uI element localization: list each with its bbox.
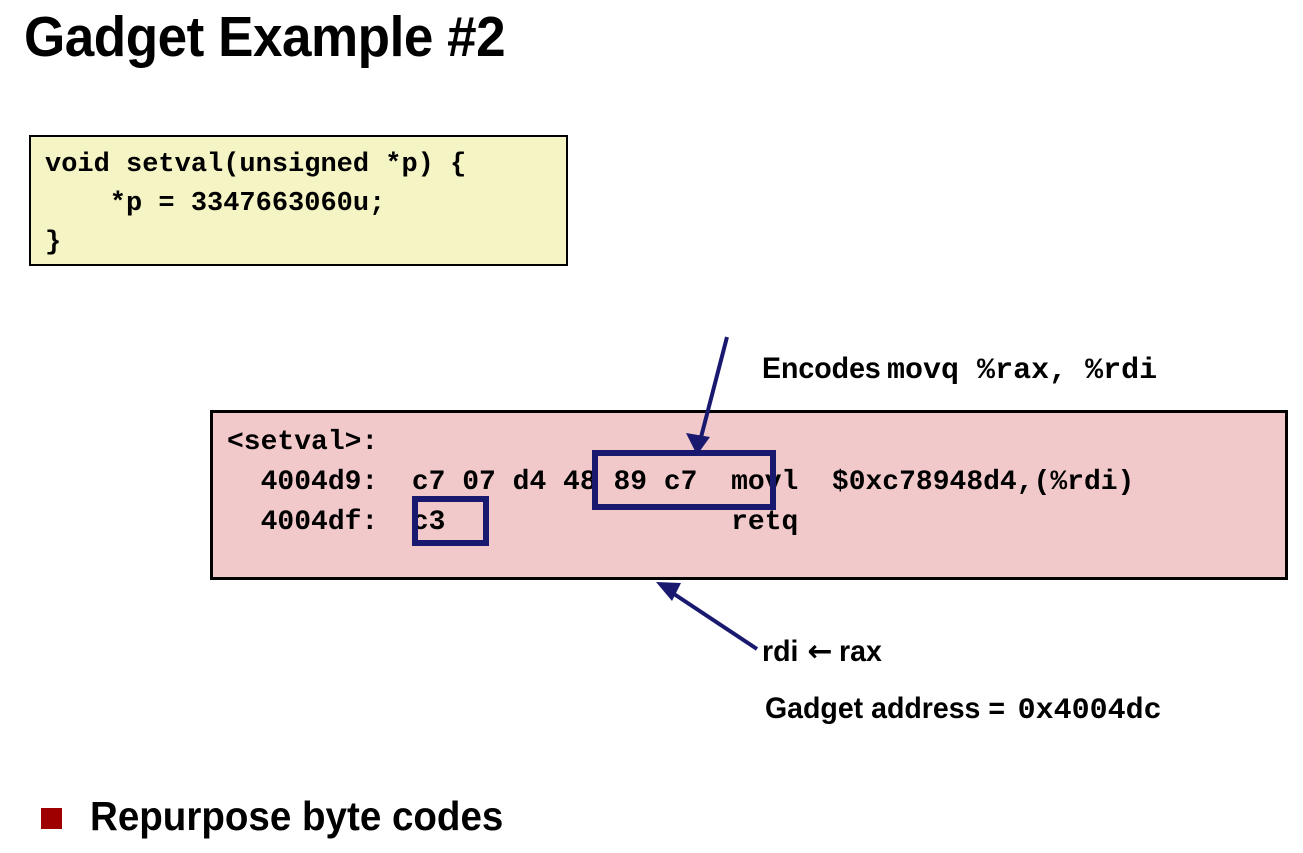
code-line: *p = 3347663060u; [45,189,386,219]
highlight-box-ret-byte [412,496,489,546]
transfer-destination: rdi [762,635,799,668]
gadget-address-value: 0x4004dc [1017,694,1162,728]
bullet-list-item: Repurpose byte codes [41,792,530,840]
highlight-box-gadget-bytes [592,450,776,510]
gadget-address-annotation: Gadget address = 0x4004dc [765,692,1162,728]
encodes-annotation: Encodes movq %rax, %rdi [762,352,1157,388]
disassembly-box: <setval>: 4004d9: c7 07 d4 48 89 c7 movl… [210,410,1288,580]
page-title: Gadget Example #2 [24,5,506,69]
bullet-item-label: Repurpose byte codes [90,793,504,839]
asm-line-movl: 4004d9: c7 07 d4 48 89 c7 movl $0xc78948… [227,467,1135,498]
register-transfer-annotation: rdi ← rax [762,634,885,669]
c-source-code-box: void setval(unsigned *p) { *p = 33476630… [29,135,568,266]
asm-line-symbol: <setval>: [227,427,379,458]
code-line: } [45,228,62,258]
square-bullet-icon [41,807,62,829]
transfer-source: rax [839,635,883,668]
code-line: void setval(unsigned *p) { [45,150,467,180]
left-arrow-icon: ← [807,634,833,669]
rdi-rax-arrow [656,582,759,651]
encodes-instruction: movq %rax, %rdi [887,354,1158,388]
gadget-address-label: Gadget address = [765,692,1005,725]
encodes-label: Encodes [762,352,881,385]
